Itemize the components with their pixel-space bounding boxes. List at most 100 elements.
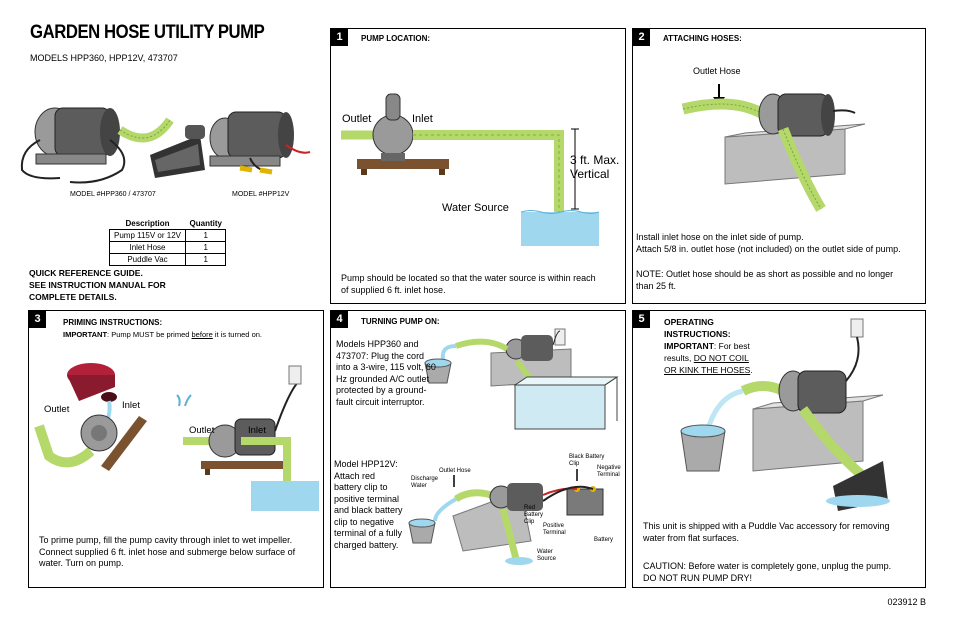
text-line: and black battery	[334, 505, 403, 515]
body-line: This unit is shipped with a Puddle Vac a…	[643, 521, 890, 531]
text-line: battery clip to	[334, 482, 388, 492]
table-cell: 1	[185, 253, 227, 266]
caution-line: DO NOT RUN PUMP DRY!	[643, 572, 753, 583]
panel-body: To prime pump, fill the pump cavity thro…	[39, 535, 321, 570]
label-line: Terminal	[543, 530, 566, 536]
pump-hpp360-illustration	[20, 107, 174, 184]
page-title: GARDEN HOSE UTILITY PUMP	[30, 22, 265, 43]
important-note: IMPORTANT: Pump MUST be primed before it…	[63, 329, 262, 341]
label-water-source: Water Source	[537, 549, 556, 563]
table-cell: Puddle Vac	[108, 253, 187, 266]
body-line: water from flat surfaces.	[643, 532, 740, 543]
panel-title: ATTACHING HOSES:	[663, 34, 742, 43]
puddle-vac-illustration	[150, 125, 205, 178]
pump-hpp12v-illustration	[209, 111, 311, 175]
panel-caution: CAUTION: Before water is completely gone…	[643, 561, 923, 584]
body-line: Connect supplied 6 ft. inlet hose and su…	[39, 546, 296, 557]
important-underlined: before	[191, 330, 213, 339]
models-line: MODELS HPP360, HPP12V, 473707	[30, 53, 178, 63]
text-line: Model HPP12V:	[334, 459, 398, 469]
important-text: .	[750, 365, 753, 375]
label-line: Positive	[543, 523, 565, 529]
text-hpp360: Models HPP360 and 473707: Plug the cord …	[336, 339, 444, 408]
panel-title: PUMP LOCATION:	[361, 34, 431, 43]
panel-priming: 3 PRIMING INSTRUCTIONS: IMPORTANT: Pump …	[28, 310, 324, 588]
label-line: Water	[411, 483, 427, 489]
product-illustration	[20, 107, 311, 184]
quick-reference-line: COMPLETE DETAILS.	[29, 292, 117, 302]
label-line: Terminal	[597, 472, 620, 478]
text-line: fault circuit interruptor.	[336, 396, 425, 407]
text-line: into a 3-wire, 115 volt, 60	[336, 362, 436, 372]
body-line: Pump should be located so that the water…	[341, 273, 596, 283]
label-red-battery-clip: Red Battery Clip	[524, 505, 543, 526]
label-line: Clip	[524, 519, 535, 525]
step-number: 3	[29, 311, 46, 328]
label-battery: Battery	[594, 537, 614, 543]
text-line: positive terminal	[334, 493, 400, 504]
panel-note: NOTE: Outlet hose should be as short as …	[636, 269, 924, 292]
panel-title: OPERATING	[664, 317, 714, 327]
bucket-illustration	[67, 363, 117, 422]
panel-title: PRIMING INSTRUCTIONS:	[63, 318, 163, 327]
text-line: clip to negative	[334, 516, 395, 527]
label-outlet-hose: Outlet Hose	[693, 66, 741, 76]
important-underlined: DO NOT COIL	[693, 353, 749, 363]
label-line: Red	[524, 505, 536, 511]
text-line: charged battery.	[334, 539, 399, 550]
panel-body: Pump should be located so that the water…	[341, 273, 621, 296]
panel-body: This unit is shipped with a Puddle Vac a…	[643, 521, 923, 544]
table-cell: 1	[185, 241, 227, 254]
model-caption-left: MODEL #HPP360 / 473707	[70, 191, 156, 198]
label-line: Source	[537, 556, 557, 562]
important-underlined: OR KINK THE HOSES	[664, 365, 751, 375]
label-line: Clip	[569, 461, 580, 467]
col-description: Description	[125, 219, 170, 228]
label-line: Negative	[597, 465, 621, 471]
operating-instructions: OPERATING INSTRUCTIONS: IMPORTANT: For b…	[664, 316, 753, 376]
panel-turning-pump-on: 4 TURNING PUMP ON: Models HPP3	[330, 310, 626, 588]
important-label: IMPORTANT	[664, 341, 714, 351]
important-text: : For best	[713, 341, 750, 351]
quick-reference-line: SEE INSTRUCTION MANUAL FOR	[29, 280, 166, 290]
body-line: of supplied 6 ft. inlet hose.	[341, 284, 446, 295]
vertical-limit-line: 3 ft. Max.	[570, 153, 620, 167]
priming-diagram	[34, 363, 319, 511]
pump-location-diagram	[341, 93, 600, 246]
step-number: 5	[633, 311, 650, 328]
table-cell: 1	[185, 229, 227, 242]
label-water-source: Water Source	[442, 202, 509, 214]
col-quantity: Quantity	[189, 219, 222, 228]
step-number: 1	[331, 29, 348, 46]
text-line: 473707: Plug the cord	[336, 350, 425, 361]
label-outlet-hose: Outlet Hose	[439, 468, 471, 474]
body-line: To prime pump, fill the pump cavity thro…	[39, 535, 293, 545]
table-cell: Pump 115V or 12V	[108, 229, 187, 242]
text-line: Models HPP360 and	[336, 339, 419, 349]
panel-body: Install inlet hose on the inlet side of …	[636, 232, 924, 255]
quick-reference: QUICK REFERENCE GUIDE. SEE INSTRUCTION M…	[29, 267, 209, 303]
table-row: Inlet Hose 1	[108, 241, 227, 254]
important-text: : Pump MUST be primed	[107, 330, 192, 339]
model-caption-right: MODEL #HPP12V	[232, 191, 290, 198]
body-line: Install inlet hose on the inlet side of …	[636, 232, 804, 242]
label-vertical-limit: 3 ft. Max. Vertical	[570, 153, 619, 181]
label-inlet: Inlet	[412, 113, 433, 125]
table-cell: Inlet Hose	[108, 241, 187, 254]
label-inlet: Inlet	[248, 425, 266, 436]
important-text: results,	[664, 353, 694, 363]
body-line: water. Turn on pump.	[39, 558, 124, 568]
document-number: 023912 B	[887, 597, 926, 607]
parts-table: Description Quantity Pump 115V or 12V 1 …	[108, 218, 227, 266]
important-label: IMPORTANT	[63, 330, 108, 339]
label-line: Discharge	[411, 476, 439, 482]
step-number: 4	[331, 311, 348, 328]
panel-pump-location: 1 PUMP LOCATION: Outlet Inlet 3 ft. Max.…	[330, 28, 626, 304]
vertical-limit-line: Vertical	[570, 167, 610, 181]
turning-pump-on-diagram	[408, 328, 619, 565]
label-line: Water	[537, 549, 553, 555]
label-outlet: Outlet	[342, 113, 372, 125]
quick-reference-line: QUICK REFERENCE GUIDE.	[29, 268, 143, 278]
important-text: it is turned on.	[212, 330, 262, 339]
label-black-battery-clip: Black Battery Clip	[569, 454, 604, 468]
